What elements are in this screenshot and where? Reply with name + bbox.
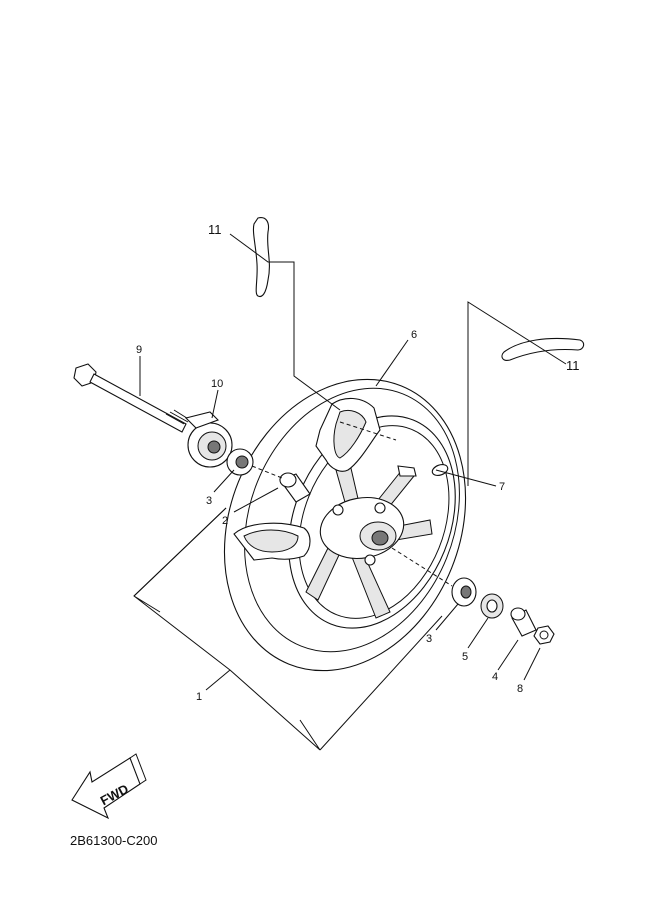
callout-11-upper: 11 bbox=[208, 222, 222, 237]
part-7-valve bbox=[397, 464, 449, 477]
callout-8: 8 bbox=[517, 683, 523, 695]
part-5-oil-seal bbox=[480, 593, 504, 619]
part-3-bearing-right bbox=[451, 577, 477, 607]
callout-3-left: 3 bbox=[206, 495, 212, 507]
wheel-hub bbox=[319, 497, 405, 566]
callout-3-right: 3 bbox=[426, 633, 432, 645]
callout-7: 7 bbox=[499, 481, 505, 493]
callout-5: 5 bbox=[462, 651, 468, 663]
callout-4: 4 bbox=[492, 671, 498, 683]
tire-section-bottom bbox=[233, 522, 311, 561]
part-10-gear-unit bbox=[184, 411, 233, 468]
part-4-collar bbox=[510, 607, 537, 637]
callout-2: 2 bbox=[222, 515, 228, 527]
callout-6: 6 bbox=[411, 329, 417, 341]
callout-1: 1 bbox=[196, 691, 202, 703]
fwd-arrow-icon: FWD bbox=[71, 753, 147, 820]
part-3-bearing-left bbox=[226, 448, 254, 476]
axle-centerline bbox=[251, 421, 453, 587]
part-8-nut bbox=[533, 625, 555, 645]
part-2-collar bbox=[279, 472, 311, 503]
diagram-code: 2B61300-C200 bbox=[70, 833, 158, 848]
leader-lines bbox=[133, 233, 567, 751]
callout-11-right: 11 bbox=[566, 358, 580, 373]
callout-9: 9 bbox=[136, 344, 142, 356]
part-9-axle bbox=[73, 363, 191, 433]
callout-10: 10 bbox=[211, 378, 223, 390]
